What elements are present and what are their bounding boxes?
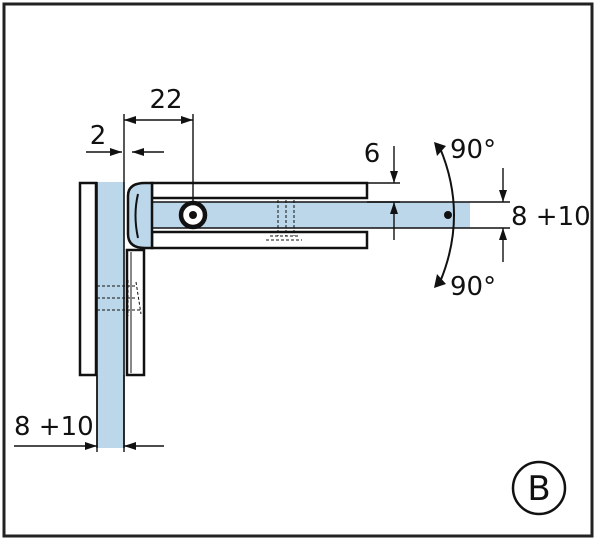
dimension-label-22: 22 [149, 85, 182, 115]
dim6-arrow-up [390, 202, 398, 214]
dimension-label-2: 2 [90, 121, 107, 151]
dimension-label-glass-right: 8 +10 [511, 202, 591, 232]
dimension-label-6: 6 [364, 139, 381, 169]
dimension-glass-right [470, 168, 510, 262]
dim-bottom-arrow-left [124, 442, 136, 450]
angle-label-lower: 90° [450, 272, 496, 302]
hinge-body [126, 181, 154, 250]
vertical-clamp-plate-inner [125, 248, 146, 377]
rotation-arrow-down [434, 274, 446, 288]
vertical-glass-pane [97, 182, 124, 448]
variant-badge-circle [511, 460, 567, 516]
rotation-arc [439, 147, 455, 283]
dim22-arrow-left [124, 116, 136, 124]
hinge-curve [134, 193, 139, 239]
dim-bottom-arrow-right [85, 442, 97, 450]
dim-right-arrow-down [499, 190, 507, 202]
dimension-glass-bottom [14, 375, 164, 452]
dim2-arrow-left [110, 148, 122, 156]
horizontal-clamp-plate-top [150, 181, 369, 200]
drawing-frame [2, 2, 594, 538]
vertical-hidden-screw [97, 280, 142, 316]
pivot-pin-inner [189, 211, 197, 219]
dim22-arrow-right [181, 116, 193, 124]
horizontal-hidden-screw [266, 200, 302, 241]
rotation-axis-dot [444, 211, 452, 219]
dimension-label-glass-bottom: 8 +10 [14, 412, 94, 442]
variant-badge-letter: B [527, 469, 550, 509]
dim2-arrow-right [132, 148, 144, 156]
angle-label-upper: 90° [450, 135, 496, 165]
horizontal-clamp-plate-bottom [150, 230, 369, 250]
vertical-clamp-plate-outer [78, 181, 98, 377]
dim-right-arrow-up [499, 228, 507, 240]
dim6-arrow-down [390, 171, 398, 183]
rotation-arrow-up [434, 142, 446, 156]
